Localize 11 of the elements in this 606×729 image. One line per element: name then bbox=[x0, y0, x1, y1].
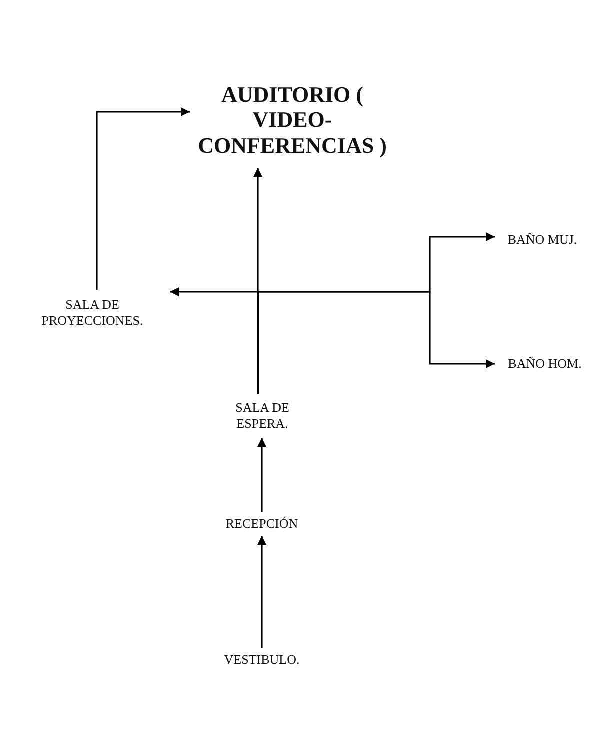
room-label: AUDITORIO ( VIDEO- CONFERENCIAS ) bbox=[197, 82, 388, 158]
arrow bbox=[258, 536, 266, 648]
arrow bbox=[258, 438, 266, 512]
room-label: RECEPCIÓN bbox=[226, 516, 298, 532]
room-label: SALA DE ESPERA. bbox=[234, 400, 290, 432]
room-label: BAÑO MUJ. bbox=[508, 232, 578, 248]
arrow bbox=[96, 108, 190, 290]
arrow bbox=[257, 291, 495, 394]
room-label: VESTIBULO. bbox=[224, 652, 300, 668]
room-label: BAÑO HOM. bbox=[508, 356, 582, 372]
room-label: SALA DE PROYECCIONES. bbox=[40, 296, 144, 328]
